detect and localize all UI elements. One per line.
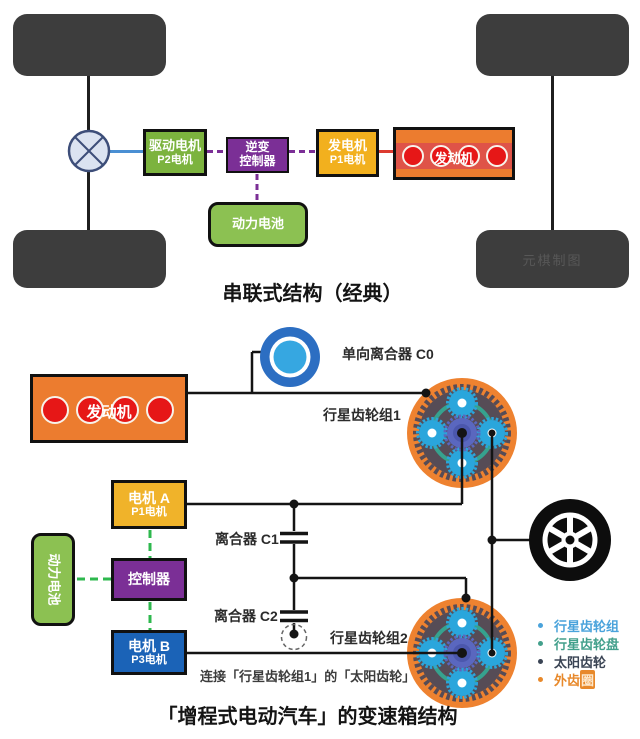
engine-cylinder — [146, 396, 174, 424]
drive-motor-sublabel: P2电机 — [157, 153, 193, 166]
controller-label: 控制器 — [128, 571, 170, 588]
tire-rear-right: 元棋制图 — [476, 230, 629, 288]
legend-item-sun-gear: 太阳齿轮 — [538, 653, 619, 670]
junction-to-gearset2-ring-line — [294, 576, 468, 598]
battery-bottom-label: 动力电池 — [46, 553, 62, 606]
legend-label: 行星齿轮盘 — [554, 637, 620, 652]
battery-top-label: 动力电池 — [231, 216, 284, 232]
legend-label: 行星齿轮组 — [554, 619, 620, 634]
legend-item-planet-gears: 行星齿轮组 — [538, 617, 619, 634]
legend-label: 外齿 — [554, 673, 581, 688]
differential-icon — [67, 129, 111, 173]
generator-label: 发电机 — [327, 138, 367, 154]
motor-a-box: 电机 A P1电机 — [111, 480, 187, 529]
engine-cylinder — [111, 396, 139, 424]
engine-cylinder — [486, 145, 508, 167]
generator-box: 发电机 P1电机 — [316, 129, 379, 177]
motor-a-sublabel: P1电机 — [131, 506, 167, 519]
inverter-label-line1: 逆变 — [245, 140, 270, 155]
legend-item-ring-gear: 外齿 圈 — [538, 670, 619, 689]
legend-dot — [538, 677, 543, 682]
motor-b-label: 电机 B — [128, 638, 170, 655]
clutch-c0-label: 单向离合器 C0 — [342, 346, 434, 362]
engine-cylinder — [402, 145, 424, 167]
motor-b-box: 电机 B P3电机 — [111, 630, 187, 675]
planetary-gearset-1-label: 行星齿轮组1 — [323, 407, 401, 423]
planetary-gearset-2-label: 行星齿轮组2 — [330, 630, 408, 646]
engine-bottom-label: 发动机 — [86, 404, 132, 421]
legend-label: 太阳齿轮 — [554, 655, 607, 670]
drive-motor-label: 驱动电机 — [148, 137, 201, 153]
clutch-c1-label: 离合器 C1 — [215, 531, 279, 547]
bottom-diagram-title: 「增程式电动汽车」的变速箱结构 — [157, 706, 458, 728]
clutch-c2-symbol — [280, 610, 308, 623]
engine-bottom-box: 发动机 — [30, 374, 188, 443]
clutch-c1-symbol — [280, 531, 308, 544]
watermark-text: 元棋制图 — [522, 253, 583, 268]
engine-cylinder — [430, 145, 452, 167]
engine-cylinder — [76, 396, 104, 424]
gearset1-sun-to-c1-line — [187, 433, 464, 506]
legend-dot — [538, 659, 543, 664]
tire-front-left — [13, 14, 166, 76]
junction-dots — [289, 388, 497, 658]
motor-a-label: 电机 A — [128, 490, 170, 507]
legend-dot — [538, 641, 543, 646]
engine-cylinder — [41, 396, 69, 424]
engine-top-box: 发动机 — [393, 127, 515, 180]
tire-front-right — [476, 14, 629, 76]
controller-box: 控制器 — [111, 558, 187, 601]
battery-bottom-box: 动力电池 — [31, 533, 75, 626]
engine-cylinder — [458, 145, 480, 167]
drive-motor-box: 驱动电机 P2电机 — [143, 129, 207, 176]
gear-legend: 行星齿轮组 行星齿轮盘 太阳齿轮 外齿 圈 — [538, 617, 619, 689]
wheel-icon — [529, 499, 611, 581]
clutch-c2-label: 离合器 C2 — [214, 608, 278, 624]
tire-rear-left — [13, 230, 166, 288]
legend-item-planet-carrier: 行星齿轮盘 — [538, 635, 619, 652]
legend-label-highlight: 圈 — [580, 670, 596, 689]
top-diagram-title: 串联式结构（经典） — [222, 283, 403, 305]
battery-top-box: 动力电池 — [208, 202, 308, 247]
inverter-controller-box: 逆变 控制器 — [226, 137, 289, 173]
battery-dashed-links — [77, 530, 152, 630]
engine-top-label: 发动机 — [434, 151, 474, 166]
c2-ground-dashed-circle — [280, 623, 308, 651]
one-way-clutch-c0-icon — [260, 327, 320, 387]
generator-sublabel: P1电机 — [329, 154, 366, 167]
motor-b-sublabel: P3电机 — [131, 654, 167, 667]
inverter-label-line2: 控制器 — [239, 154, 276, 168]
legend-dot — [538, 623, 543, 628]
sun-gear-note: 连接「行星齿轮组1」的「太阳齿轮」 — [200, 669, 416, 684]
